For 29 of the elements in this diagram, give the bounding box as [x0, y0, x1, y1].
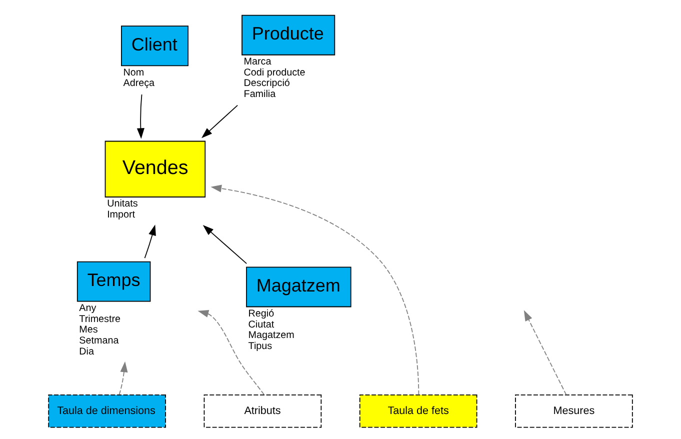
arrow	[144, 224, 156, 258]
node-label: Nom	[123, 67, 144, 78]
node-label: Regió	[248, 308, 274, 320]
node-label: Setmana	[79, 335, 119, 346]
node-label: Ciutat	[248, 319, 274, 330]
node-label: Dia	[79, 346, 94, 358]
node-label: Unitats	[107, 198, 138, 210]
node-label: Codi producte	[244, 67, 306, 78]
node-box: Taula de dimensions	[48, 394, 166, 428]
node-box: Taula de fets	[359, 394, 478, 428]
node-label: Marca	[244, 56, 272, 68]
arrow	[524, 310, 567, 396]
arrow	[198, 310, 264, 395]
node-label: Descripció	[244, 78, 290, 90]
node-label: Trimestre	[79, 314, 121, 325]
arrow	[202, 225, 248, 264]
node-box: Mesures	[515, 394, 633, 428]
node-label: Familia	[244, 88, 276, 100]
arrow	[210, 184, 420, 396]
node-label: Tipus	[248, 340, 272, 352]
arrow	[136, 94, 144, 139]
node-label: Import	[107, 210, 136, 221]
node-label: Any	[79, 303, 96, 314]
node-box: Atributs	[204, 394, 322, 428]
node-label: Mes	[79, 324, 98, 336]
node-label: Magatzem	[248, 330, 294, 342]
node-label: Adreça	[123, 78, 155, 90]
arrow	[118, 361, 128, 396]
arrow	[202, 104, 238, 138]
